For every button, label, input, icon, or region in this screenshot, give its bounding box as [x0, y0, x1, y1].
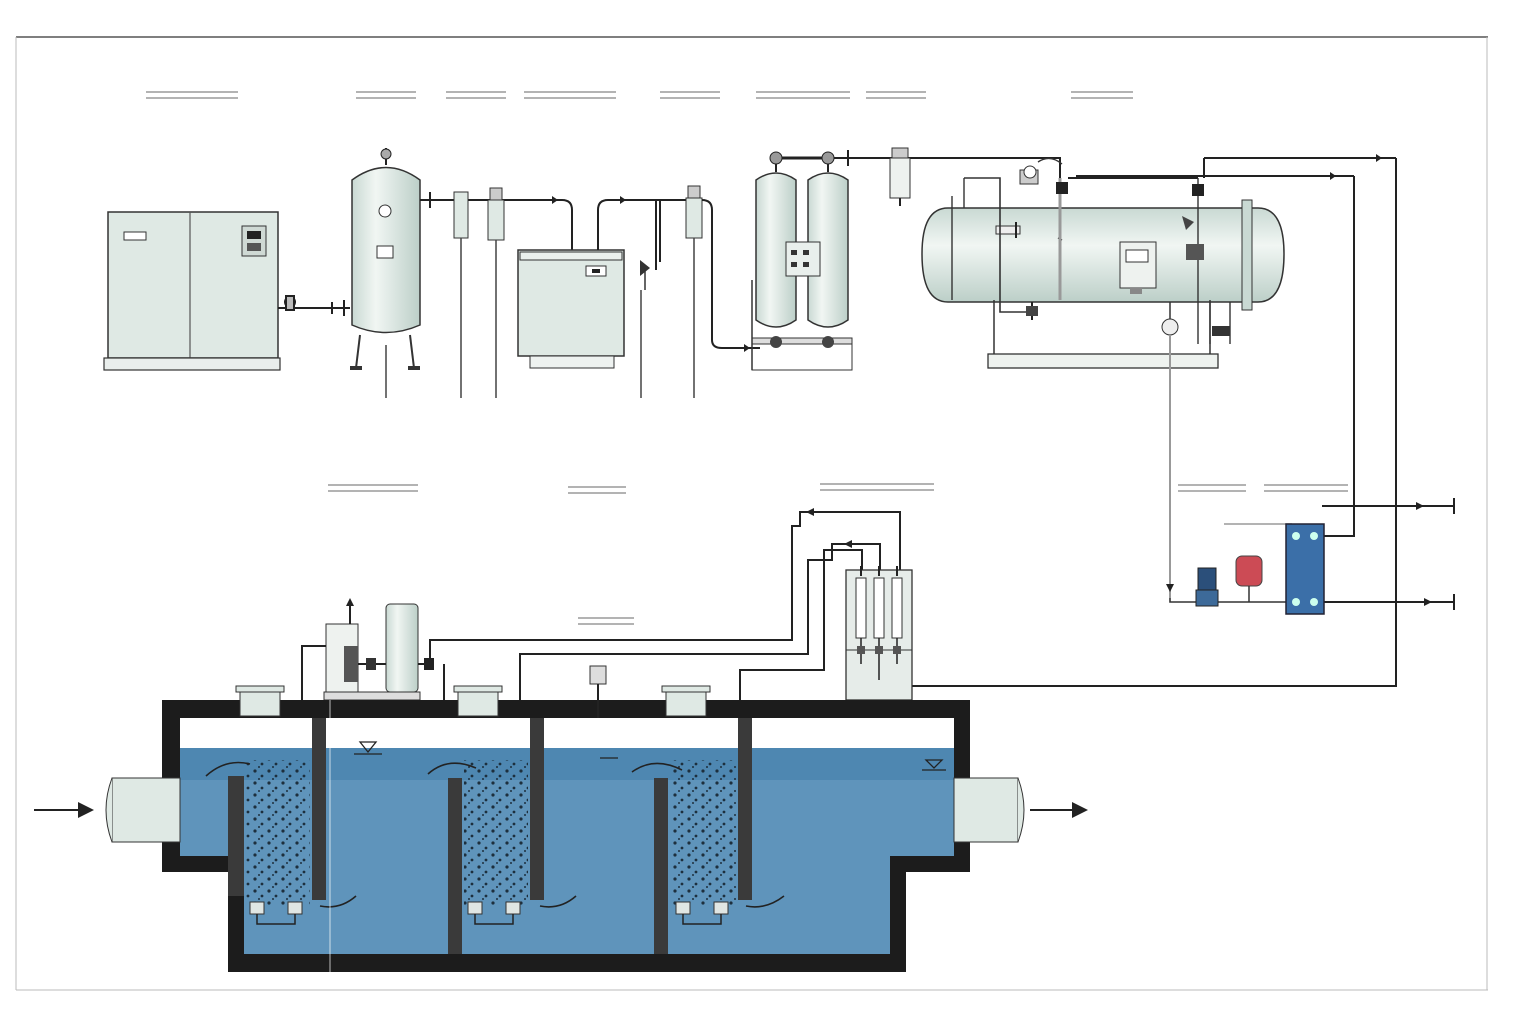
- pre-filter: [420, 187, 573, 398]
- gas-flowmeter-panel: [845, 566, 913, 701]
- twin-tower-adsorption-dryer: [751, 150, 853, 371]
- plate-heat-exchanger: [1285, 523, 1325, 615]
- cooling-water-pump: [1195, 567, 1219, 607]
- refrigerated-air-dryer: [517, 196, 632, 369]
- ozone-contact-tank: [34, 665, 1088, 972]
- ozone-gas-line: [430, 508, 901, 712]
- fine-filter: [632, 185, 760, 398]
- ozone-generator: [921, 154, 1390, 369]
- expansion-tank: [1235, 555, 1263, 602]
- pipe-compressor-to-receiver: [278, 295, 350, 316]
- air-compressor: [103, 211, 281, 371]
- page-frame: [15, 36, 1488, 991]
- inlet-dust-filter: [889, 147, 911, 206]
- label-placeholders: [146, 91, 1348, 625]
- ozone-destructor-fan: [301, 598, 445, 712]
- air-receiver-tank: [350, 148, 421, 398]
- cooling-water-loop: [910, 157, 1455, 687]
